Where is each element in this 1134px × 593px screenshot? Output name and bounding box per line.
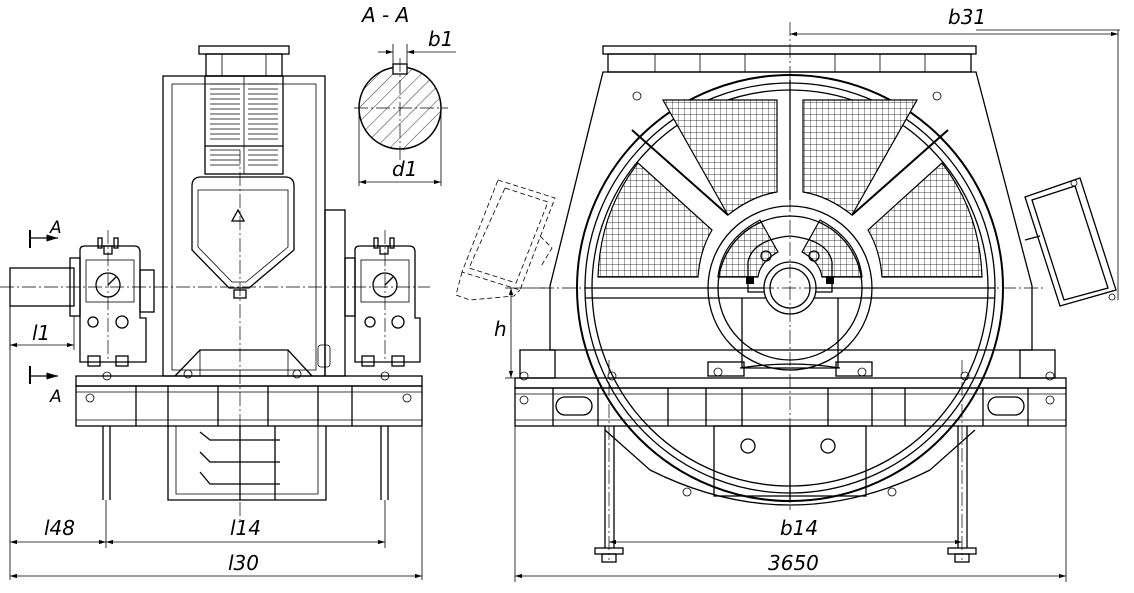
left-bearing-pedestal xyxy=(9,237,155,367)
top-duct xyxy=(205,53,283,77)
dim-d1: d1 xyxy=(392,157,417,181)
dim-l30: l30 xyxy=(228,551,259,575)
base-frame xyxy=(75,369,423,501)
dim-3650: 3650 xyxy=(768,551,819,575)
dim-h: h xyxy=(494,317,507,341)
dim-b1: b1 xyxy=(428,27,453,51)
front-view: b31 h b14 3650 xyxy=(455,5,1120,582)
section-a-a: A - A b1 d1 xyxy=(354,3,456,186)
vent-louvers xyxy=(204,75,284,175)
dim-l14: l14 xyxy=(230,516,261,540)
dim-l48: l48 xyxy=(44,516,75,540)
dim-b31: b31 xyxy=(948,5,986,29)
right-terminal-box xyxy=(1024,177,1117,307)
section-title: A - A xyxy=(360,3,409,27)
section-marker-a-bottom: A xyxy=(49,387,62,407)
terminal-box xyxy=(191,176,295,289)
section-marker-a-top: A xyxy=(49,218,62,238)
side-view: A A l1 l48 l14 l30 xyxy=(0,45,430,580)
ventilation-grilles xyxy=(597,99,983,278)
right-bearing-pedestal xyxy=(344,237,421,367)
top-flange xyxy=(602,45,977,55)
left-terminal-box-dashed xyxy=(455,179,556,301)
shaft-end xyxy=(9,267,75,307)
base-frame xyxy=(514,367,1067,563)
top-flange xyxy=(198,45,290,55)
warning-triangle-icon xyxy=(230,208,246,222)
dim-b14: b14 xyxy=(780,516,818,540)
dim-l1: l1 xyxy=(32,321,50,345)
